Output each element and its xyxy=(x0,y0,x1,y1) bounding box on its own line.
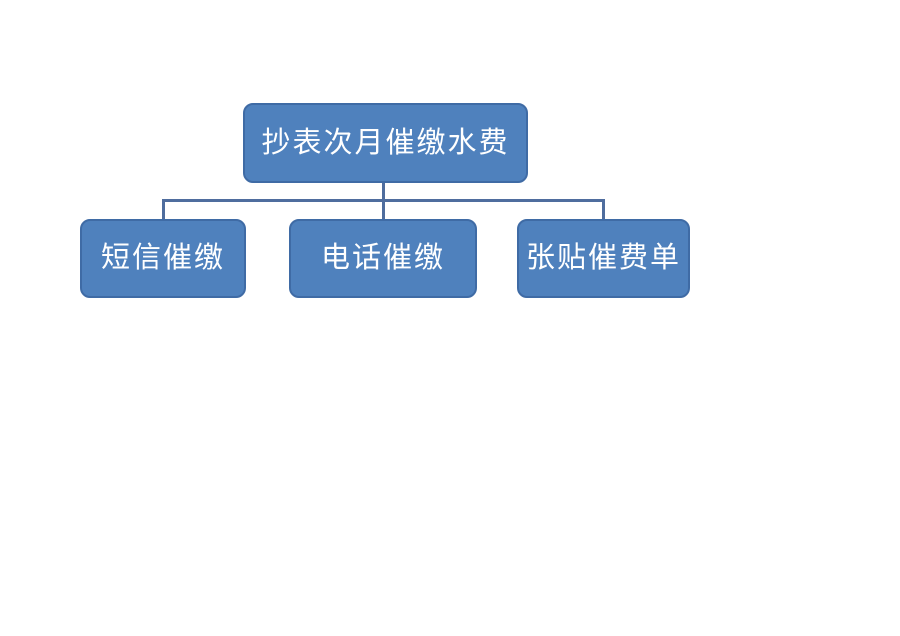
org-node-child-notice-label: 张贴催费单 xyxy=(525,242,681,274)
org-node-child-sms: 短信催缴 xyxy=(80,219,246,298)
org-node-root: 抄表次月催缴水费 xyxy=(243,103,528,183)
org-node-child-sms-label: 短信催缴 xyxy=(100,242,225,274)
org-node-child-notice: 张贴催费单 xyxy=(517,219,690,298)
connector-drop-child-2 xyxy=(382,199,385,219)
org-node-child-phone-label: 电话催缴 xyxy=(320,242,445,274)
connector-drop-child-1 xyxy=(162,199,165,219)
org-node-root-label: 抄表次月催缴水费 xyxy=(261,126,510,159)
org-node-child-phone: 电话催缴 xyxy=(289,219,477,298)
connector-drop-child-3 xyxy=(602,199,605,219)
connector-root-stem xyxy=(382,183,385,201)
